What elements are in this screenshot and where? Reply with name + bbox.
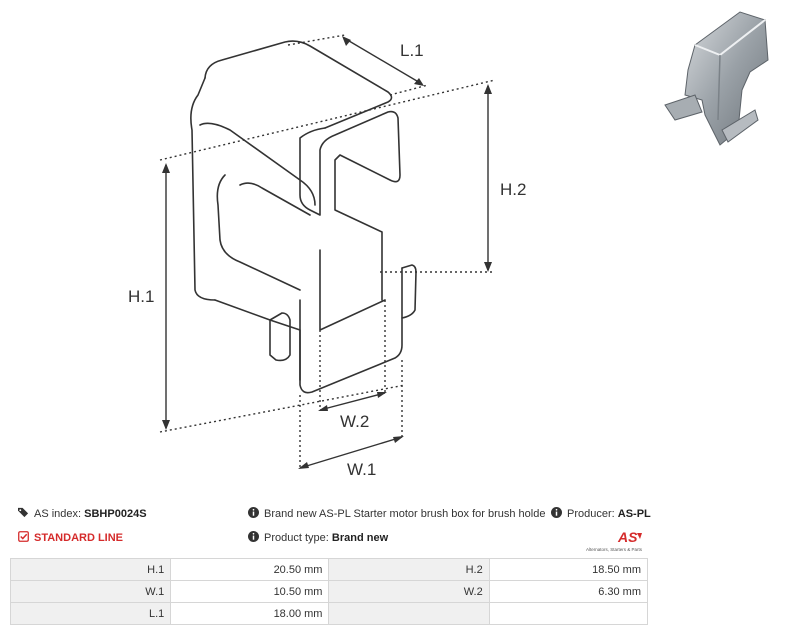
table-row: W.1 10.50 mm W.2 6.30 mm <box>9 580 649 603</box>
table-row: H.1 20.50 mm H.2 18.50 mm <box>9 558 649 581</box>
producer: Producer: AS-PL <box>551 507 651 521</box>
spec-value: 20.50 mm <box>170 558 330 581</box>
description: Brand new AS-PL Starter motor brush box … <box>248 507 548 521</box>
dim-label-h1: H.1 <box>128 287 154 306</box>
clip-bottom-slot <box>319 249 386 331</box>
clip-body-front <box>214 299 301 381</box>
checkbox-icon <box>18 531 29 542</box>
spec-label: H.2 <box>328 558 490 581</box>
spec-label: W.2 <box>328 580 490 603</box>
clip-inner-curve <box>199 122 316 206</box>
clip-outer-left <box>190 77 216 301</box>
producer-value: AS-PL <box>617 508 651 520</box>
technical-drawing: L.1 H.2 H.1 W.2 W.1 <box>128 34 526 479</box>
clip-right-tab <box>401 264 417 319</box>
svg-text:Alternators, Starters & Parts: Alternators, Starters & Parts <box>586 547 643 552</box>
spec-label: H.1 <box>9 558 172 581</box>
standard-line-badge: STANDARD LINE <box>18 531 123 545</box>
info-icon <box>248 507 259 518</box>
tags-icon <box>18 507 29 518</box>
dim-label-w1: W.1 <box>347 460 376 479</box>
spec-value: 18.50 mm <box>488 558 649 581</box>
clip-left-tab <box>269 312 291 362</box>
spec-value: 10.50 mm <box>170 580 330 603</box>
product-type: Product type: Brand new <box>248 531 388 545</box>
producer-label: Producer: <box>567 508 615 520</box>
info-icon <box>551 507 562 518</box>
clip-s-hook <box>299 110 401 301</box>
standard-line-label: STANDARD LINE <box>34 532 124 544</box>
spec-label: W.1 <box>9 580 172 603</box>
spec-value <box>488 602 649 625</box>
dim-label-h2: H.2 <box>500 180 526 199</box>
specs-table: H.1 20.50 mm H.2 18.50 mm W.1 10.50 mm W… <box>9 558 649 625</box>
clip-front-leg <box>299 267 403 394</box>
dim-label-l1: L.1 <box>400 41 424 60</box>
clip-window-left <box>216 174 301 291</box>
spec-value: 18.00 mm <box>170 602 330 625</box>
as-index-label: AS index: <box>34 508 82 520</box>
dim-label-w2: W.2 <box>340 412 369 431</box>
description-text: Brand new AS-PL Starter motor brush box … <box>264 508 546 520</box>
product-type-label: Product type: <box>264 532 329 544</box>
as-pl-logo: AS Alternators, Starters & Parts <box>586 529 643 552</box>
svg-text:AS: AS <box>617 529 638 545</box>
as-index: AS index: SBHP0024S <box>18 507 147 521</box>
product-photo <box>664 11 769 146</box>
product-type-value: Brand new <box>331 532 389 544</box>
clip-top-face <box>204 40 393 129</box>
clip-window-right <box>239 182 311 216</box>
spec-label: L.1 <box>9 602 172 625</box>
table-row: L.1 18.00 mm <box>9 602 649 625</box>
info-icon <box>248 531 259 542</box>
spec-value: 6.30 mm <box>488 580 649 603</box>
spec-label <box>328 602 490 625</box>
as-index-value: SBHP0024S <box>84 508 147 520</box>
